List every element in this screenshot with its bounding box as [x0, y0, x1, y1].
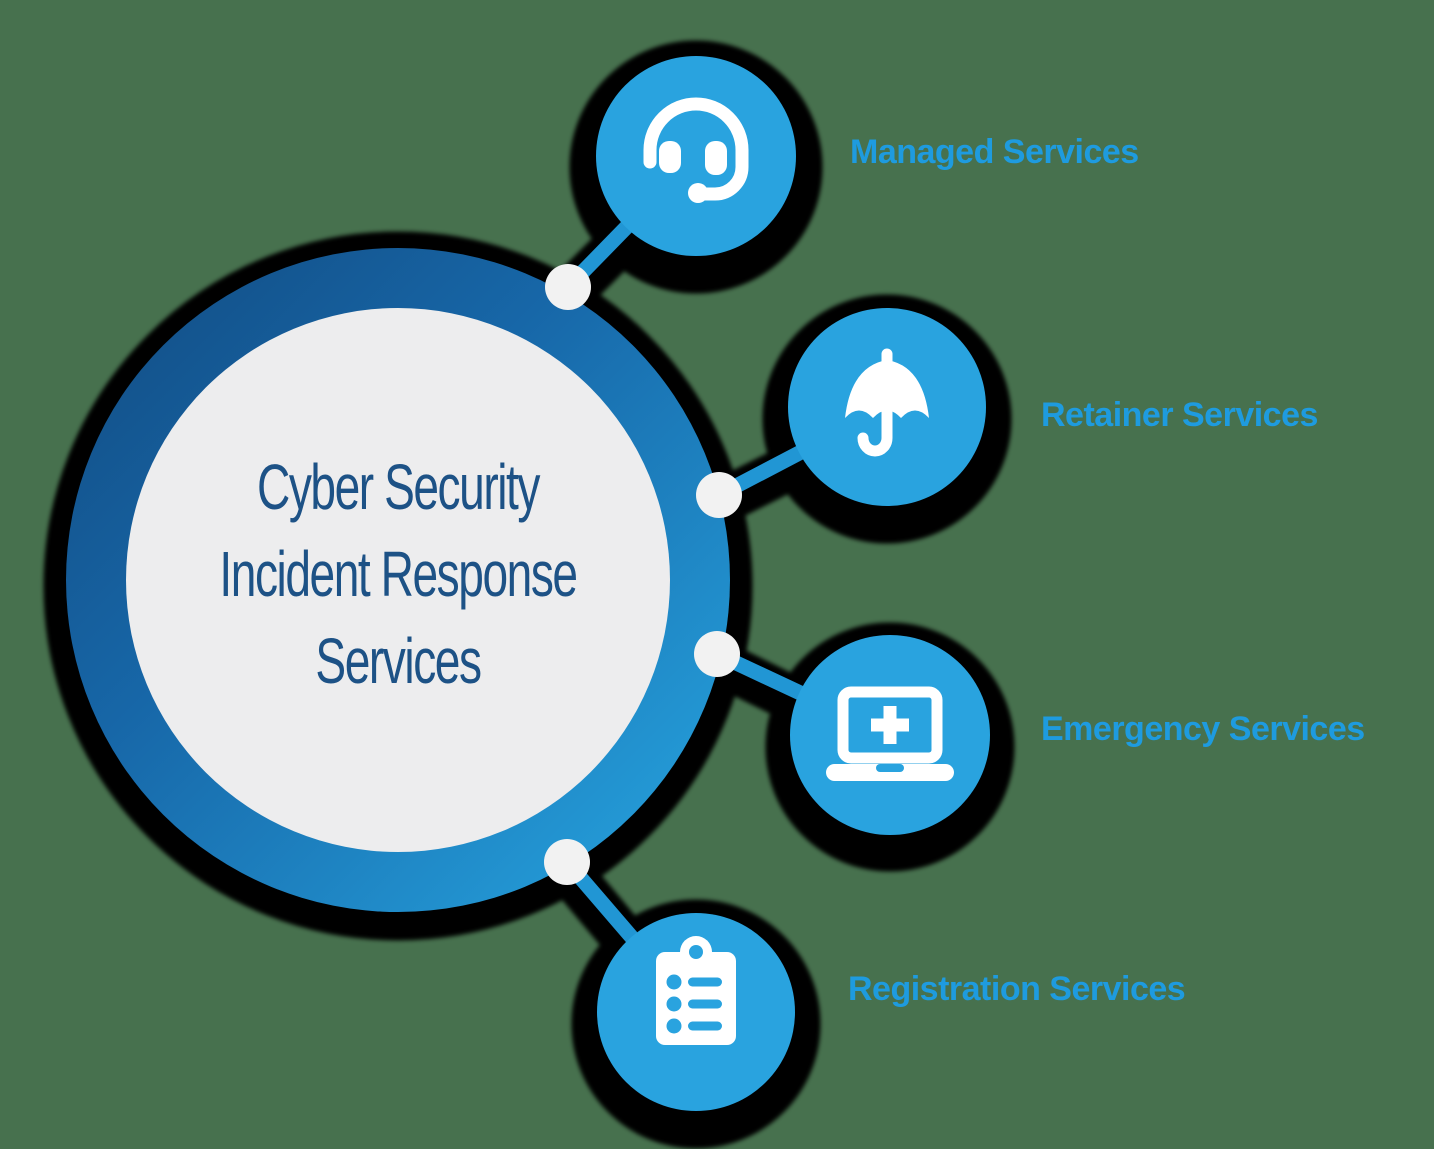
registration-dot	[544, 839, 590, 885]
managed-dot	[545, 264, 591, 310]
checklist-clipboard-icon	[656, 936, 736, 1045]
hub-center-circle	[126, 308, 670, 852]
hub-title-line-1: Cyber Security	[256, 451, 540, 523]
medical-laptop-icon	[826, 686, 954, 781]
headset-icon	[643, 97, 749, 203]
satellite-circles	[596, 56, 990, 1111]
retainer-dot	[696, 472, 742, 518]
hub-title-line-2: Incident Response	[219, 538, 578, 610]
label-managed-services: Managed Services	[850, 133, 1139, 171]
label-retainer-services: Retainer Services	[1041, 396, 1318, 434]
managed-circle	[596, 56, 796, 256]
hub-title: Cyber Security Incident Response Service…	[146, 444, 650, 705]
umbrella-icon	[845, 348, 929, 457]
emergency-dot	[694, 631, 740, 677]
label-registration-services: Registration Services	[848, 970, 1186, 1008]
hub-title-line-3: Services	[315, 625, 482, 697]
label-emergency-services: Emergency Services	[1041, 710, 1365, 748]
connector-dots	[544, 264, 742, 885]
